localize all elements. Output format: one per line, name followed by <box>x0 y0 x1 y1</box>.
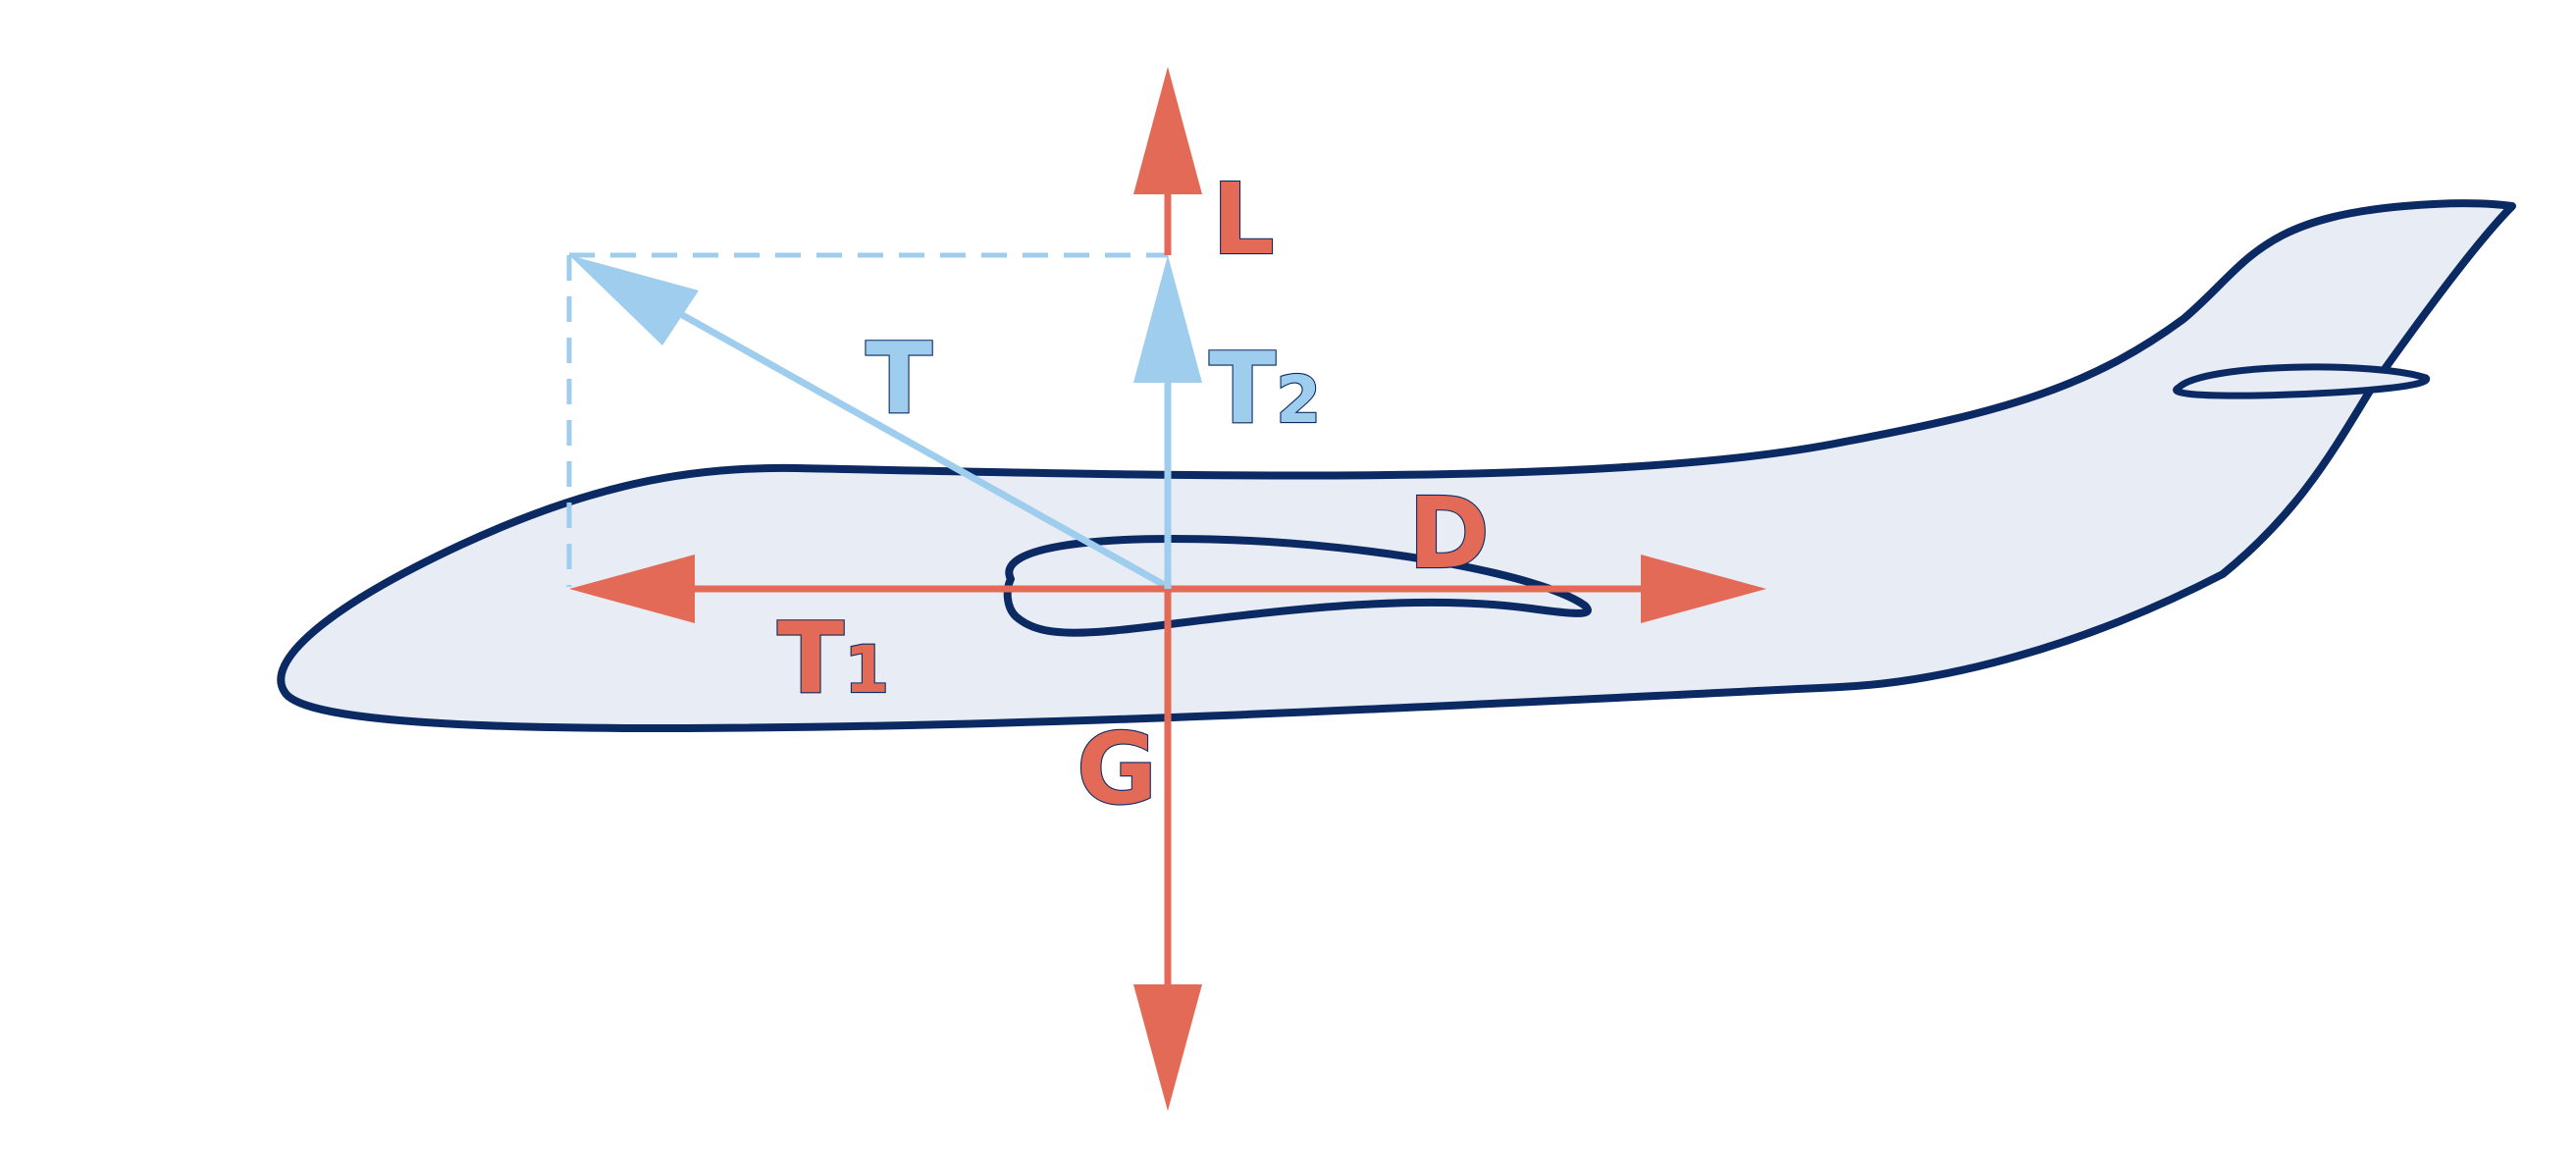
drag-label: D <box>1408 476 1490 591</box>
t1-label-main: T <box>777 601 844 715</box>
t1-label: T1 <box>777 601 889 715</box>
thrust-arrow-shaft <box>675 308 1170 591</box>
fuselage-outline <box>277 199 2516 733</box>
t1-arrow-head <box>569 555 695 623</box>
t2-label-subscript: 2 <box>1276 362 1321 438</box>
gravity-arrow-head <box>1133 984 1202 1111</box>
t2-arrow-head <box>1133 255 1202 383</box>
t2-label-main: T <box>1209 331 1276 446</box>
tail-stabilizer-outline <box>2173 363 2431 399</box>
t2-label: T2 <box>1209 331 1321 446</box>
thrust-label: T <box>866 321 932 436</box>
drag-arrow-head <box>1641 555 1766 623</box>
lift-label: L <box>1212 162 1275 277</box>
thrust-arrow-head <box>569 255 699 345</box>
gravity-label: G <box>1077 712 1157 826</box>
t1-label-subscript: 1 <box>844 632 889 708</box>
lift-arrow-head <box>1133 67 1202 194</box>
